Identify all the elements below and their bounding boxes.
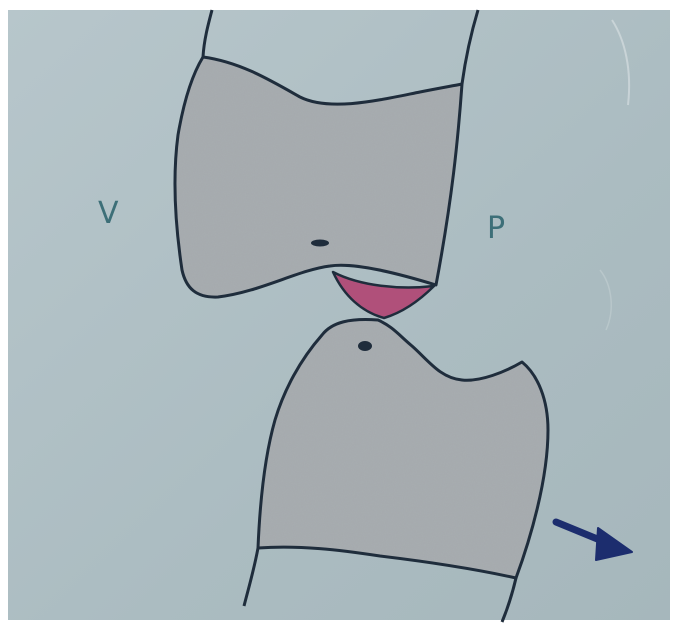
- label-v: V: [98, 199, 119, 229]
- upper-mark: [311, 240, 329, 247]
- label-p: P: [487, 214, 505, 244]
- lower-mark: [358, 341, 372, 351]
